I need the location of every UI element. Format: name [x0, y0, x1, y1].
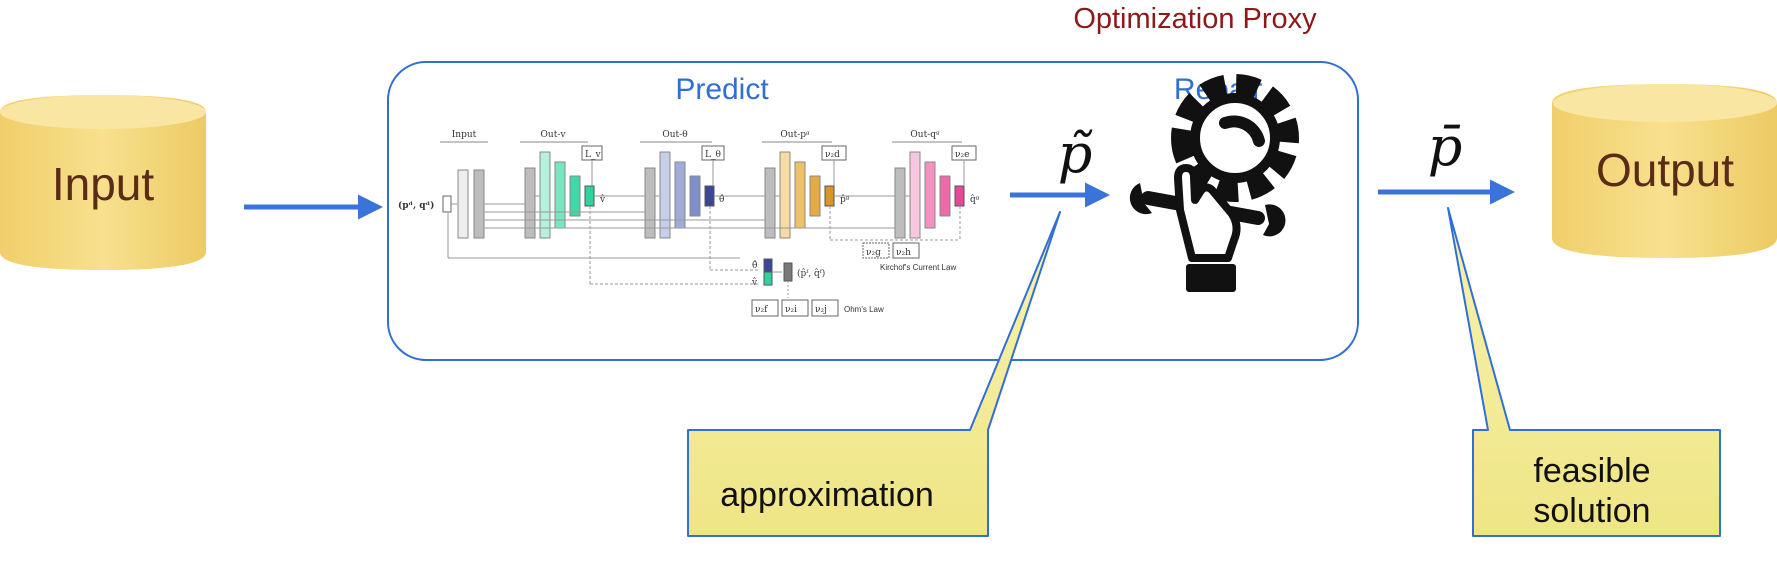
nn-ohm-label: Ohm's Law [844, 305, 884, 314]
nn-loss-theta: L_θ [705, 150, 721, 160]
nn-nu-2h: ν₂h [896, 248, 911, 258]
callout-feasible-line2: solution [1533, 492, 1650, 530]
callout-feasible-solution: feasible solution [1447, 207, 1721, 537]
nn-theta-hat-small: θ̂ [752, 260, 757, 271]
nn-nu-2e: ν₂e [955, 150, 969, 160]
nn-qg-hat: q̂ᵍ [970, 194, 980, 205]
nn-section-out-theta: Out-θ [662, 130, 687, 140]
nn-section-input: Input [452, 130, 477, 140]
callout-approximation-text: approximation [720, 476, 934, 514]
nn-input-var: (pᵈ, qᵈ) [398, 200, 434, 211]
predict-label: Predict [675, 73, 769, 106]
nn-v-hat: v̂ [599, 194, 606, 205]
nn-section-out-qg: Out-qᵍ [910, 130, 940, 140]
nn-kirchoff-label: Kirchof's Current Law [880, 263, 956, 272]
proxy-frame [387, 61, 1359, 361]
input-cylinder: Input [0, 95, 206, 270]
nn-nu-2g: ν₂g [866, 248, 881, 258]
nn-loss-v: L_v [585, 150, 601, 160]
callout-approximation: approximation [687, 211, 1061, 537]
nn-section-out-v: Out-v [541, 130, 567, 140]
nn-flow-vars: (p̂ᶠ, q̂ᶠ) [797, 268, 825, 279]
repair-gear-hand-icon [1129, 74, 1300, 292]
nn-section-out-pg: Out-pᵍ [780, 130, 810, 140]
diagram-title: Optimization Proxy [1073, 3, 1317, 35]
input-label: Input [52, 158, 155, 210]
output-cylinder: Output [1552, 84, 1777, 258]
nn-nu-2i: ν₂i [785, 305, 797, 315]
neural-network-schematic: Input Out-v Out-θ Out-pᵍ Out-qᵍ (pᵈ, qᵈ)… [398, 130, 980, 317]
nn-nu-2f: ν₂f [755, 305, 768, 315]
output-label: Output [1596, 144, 1734, 196]
feasible-symbol: p̄ [1428, 115, 1463, 178]
nn-v-hat-small: v̂ [751, 277, 758, 288]
nn-theta-hat: θ̂ [719, 194, 724, 205]
nn-nu-2j: ν₂j [815, 305, 827, 315]
approx-symbol: p̃ [1058, 122, 1093, 185]
nn-pg-hat: p̂ᵍ [840, 194, 850, 205]
nn-nu-2d: ν₂d [825, 150, 840, 160]
callout-feasible-line1: feasible [1533, 452, 1650, 490]
